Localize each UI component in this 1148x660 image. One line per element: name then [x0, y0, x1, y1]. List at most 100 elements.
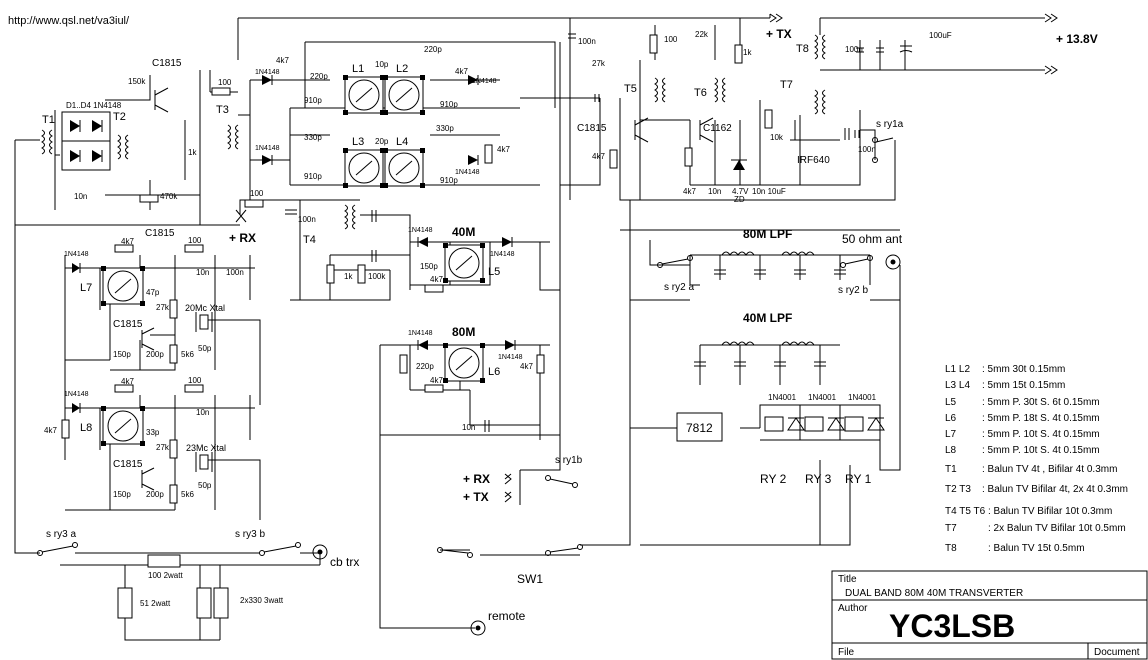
val-330p-b: 330p [436, 124, 454, 133]
label-T7: T7 [780, 79, 793, 91]
val-100k: 100k [368, 272, 386, 281]
antenna-connector [885, 254, 901, 270]
label-T8: T8 [796, 43, 809, 55]
val-27k-a: 27k [592, 59, 606, 68]
legend-desc: : 2x Balun TV Bifilar 10t 0.5mm [988, 523, 1126, 534]
coil-L8 [101, 406, 145, 446]
val-10n-c: 10n [196, 408, 209, 417]
cbtrx-connector [312, 544, 328, 560]
label-c1815-osc1: C1815 [113, 319, 143, 330]
val-4k7-b: 4k7 [455, 67, 468, 76]
remote-label: remote [488, 609, 526, 623]
legend-desc: : 5mm P. 30t S. 6t 0.15mm [982, 397, 1100, 408]
legend-desc: : Balun TV Bifilar 4t, 2x 4t 0.3mm [982, 484, 1128, 495]
antenna-label: 50 ohm ant [842, 232, 903, 246]
transformer-T8 [814, 34, 826, 60]
val-20p: 20p [375, 137, 389, 146]
val-1k-c: 1k [743, 48, 752, 57]
legend-desc: : 5mm P. 18t S. 4t 0.15mm [982, 413, 1100, 424]
legend-ref: T8 [945, 543, 957, 554]
val-100-d: 100 [188, 376, 202, 385]
label-L6: L6 [488, 366, 500, 378]
val-100-c: 100 [188, 236, 202, 245]
val-10p: 10p [375, 60, 389, 69]
switch-sry3b: s ry3 b [235, 529, 265, 540]
band40-label: 40M [452, 225, 475, 239]
val-220p-b: 220p [424, 45, 442, 54]
val-27k-b: 27k [156, 303, 170, 312]
label-zener: 4.7V [732, 187, 749, 196]
val-1n4148-h: 1N4148 [498, 354, 523, 361]
relay-bank [764, 416, 885, 432]
val-100n-b: 100n [226, 268, 244, 277]
val-1n4148-e: 1N4148 [408, 227, 433, 234]
label-c1815-osc2: C1815 [113, 459, 143, 470]
capacitors [285, 33, 913, 432]
val-1n4148-b: 1N4148 [255, 145, 280, 152]
transformer-T4 [344, 204, 356, 230]
relay-ry1: RY 1 [845, 472, 872, 486]
label-r100-2w: 100 2watt [148, 571, 183, 580]
label-T5: T5 [624, 83, 637, 95]
coil-L6 [443, 343, 485, 383]
val-5k6-b: 5k6 [181, 490, 194, 499]
author-label: Author [838, 603, 868, 614]
val-470k: 470k [160, 192, 178, 201]
coil-L5 [443, 243, 485, 283]
diodes [72, 75, 516, 413]
legend-desc: : 5mm P. 10t S. 4t 0.15mm [982, 445, 1100, 456]
val-1n4001-c: 1N4001 [848, 393, 877, 402]
legend-ref: T7 [945, 523, 957, 534]
val-50p-b: 50p [198, 481, 212, 490]
switch-sry2a: s ry2 a [664, 282, 694, 293]
label-c1815-rx: C1815 [145, 228, 175, 239]
legend-ref: T1 [945, 464, 957, 475]
zener-diode [731, 159, 747, 170]
val-27k-c: 27k [156, 443, 170, 452]
legend-desc: : 5mm 15t 0.15mm [982, 380, 1065, 391]
val-4k7-j: 4k7 [683, 187, 696, 196]
legend-desc: : Balun TV 15t 0.5mm [988, 543, 1085, 554]
val-1n4148-f: 1N4148 [490, 251, 515, 258]
val-330p-a: 330p [304, 133, 322, 142]
transformer-T7 [814, 89, 826, 115]
val-1n4148-g: 1N4148 [408, 330, 433, 337]
resistors [61, 34, 773, 619]
val-4k7-i: 4k7 [44, 426, 57, 435]
coil-L2 [383, 75, 425, 115]
val-200p-b: 200p [146, 490, 164, 499]
val-1n4001-a: 1N4001 [768, 393, 797, 402]
lpf-80m-coils [714, 251, 846, 275]
legend-ref: T4 T5 T6 [945, 506, 986, 517]
label-xtal23: 23Mc Xtal [186, 443, 226, 453]
transistors [141, 87, 801, 491]
val-50p-a: 50p [198, 344, 212, 353]
label-L2: L2 [396, 63, 408, 75]
document-label: Document [1094, 647, 1140, 658]
val-10n-a: 10n [74, 192, 87, 201]
lpf40-label: 40M LPF [743, 311, 792, 325]
label-T6: T6 [694, 87, 707, 99]
crystals [195, 312, 213, 472]
val-47p: 47p [146, 288, 160, 297]
legend-desc: : 5mm 30t 0.15mm [982, 364, 1065, 375]
val-100-b: 100 [250, 189, 264, 198]
label-T2: T2 [113, 111, 126, 123]
transformer-T5 [654, 77, 666, 103]
band80-label: 80M [452, 325, 475, 339]
label-L8: L8 [80, 422, 92, 434]
legend-ref: L6 [945, 413, 957, 424]
legend-ref: L7 [945, 429, 957, 440]
val-100n-a: 100n [578, 37, 596, 46]
val-100n-e: 100n [858, 145, 876, 154]
val-4k7-h: 4k7 [430, 376, 443, 385]
legend-desc: : 5mm P. 10t S. 4t 0.15mm [982, 429, 1100, 440]
label-electrolytic: 10n 10uF [752, 187, 786, 196]
label-c1815-tx: C1815 [577, 123, 607, 134]
val-1n4148-a: 1N4148 [255, 69, 280, 76]
legend-ref: T2 T3 [945, 484, 971, 495]
switch-sry1a: s ry1a [876, 119, 904, 130]
regulator-label: 7812 [686, 421, 713, 435]
val-1n4001-b: 1N4001 [808, 393, 837, 402]
val-1k-b: 1k [188, 148, 197, 157]
